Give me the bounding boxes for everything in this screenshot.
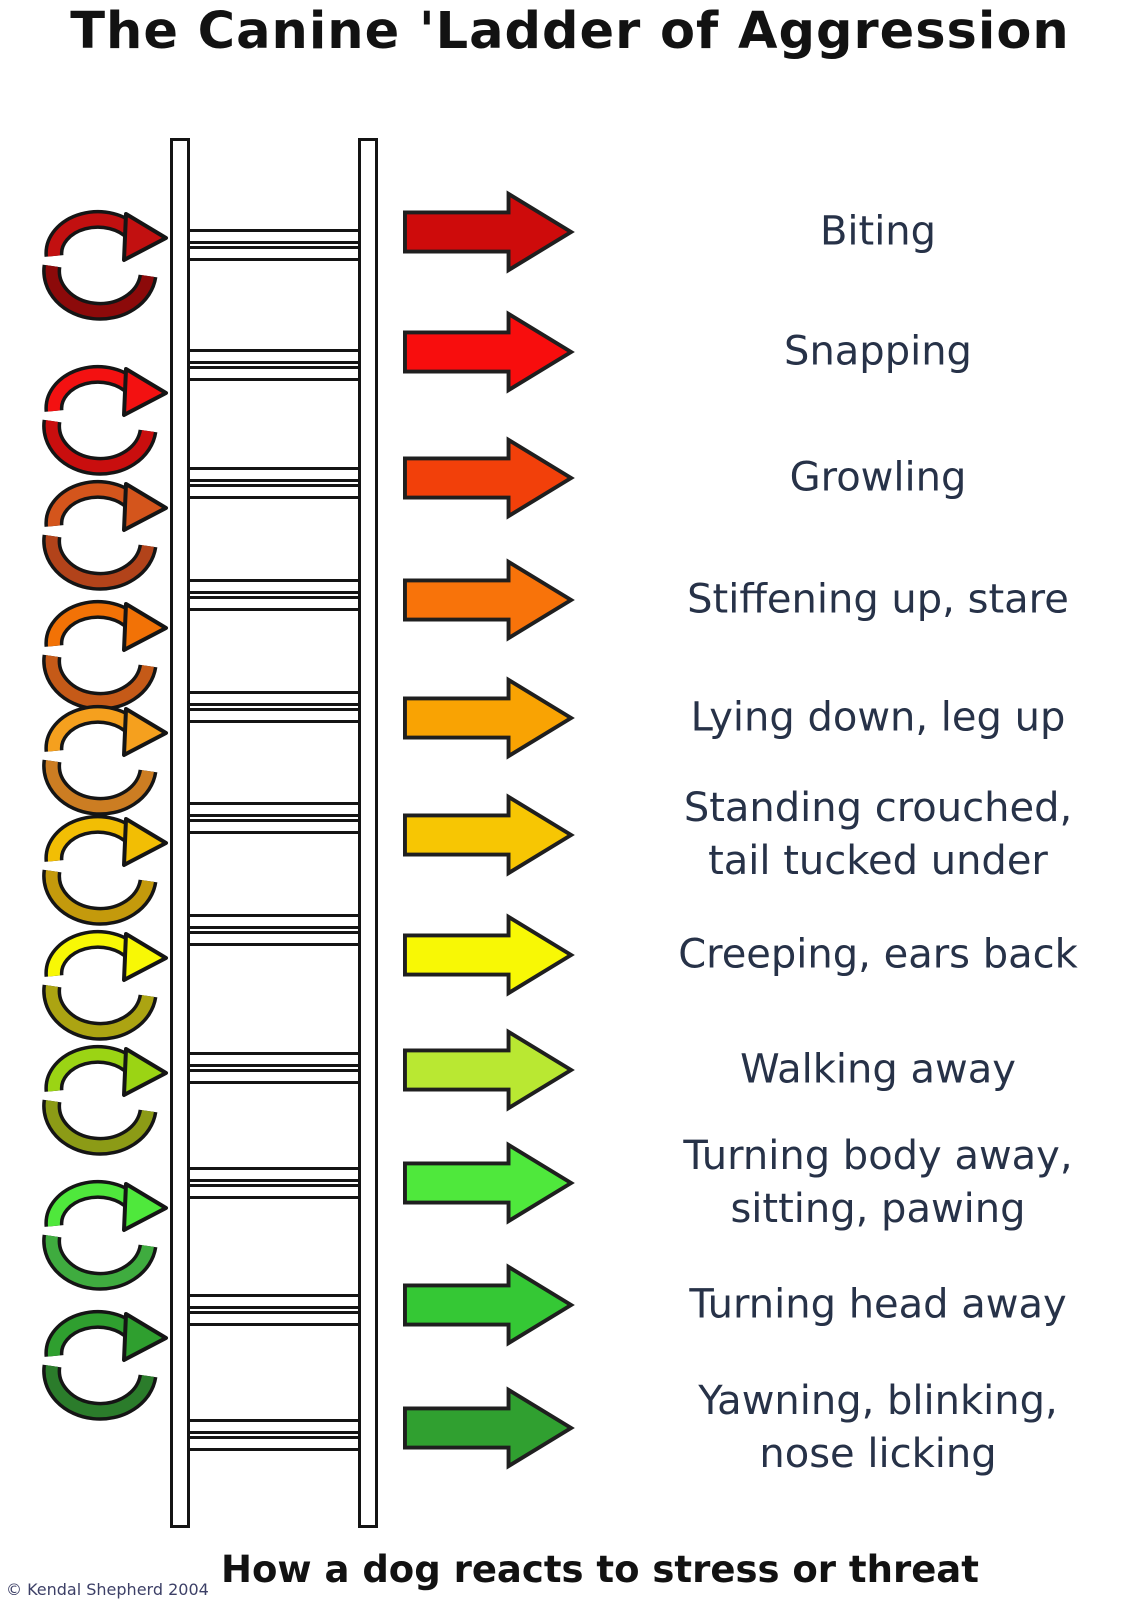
- step-label: Turning body away,sitting, pawing: [683, 1133, 1073, 1232]
- ladder-rung-bar: [184, 349, 362, 364]
- spiral-arrowhead: [122, 707, 168, 757]
- spiral-arrow-segment: [42, 599, 168, 711]
- spiral-arrow-segment: [42, 1179, 168, 1291]
- step-label: Turning head away: [689, 1281, 1067, 1328]
- diagram-title: The Canine 'Ladder of Aggression: [70, 2, 1070, 61]
- step-label: Yawning, blinking,nose licking: [698, 1378, 1058, 1477]
- spiral-arrow-segment: [42, 704, 168, 816]
- ladder-rung-bar: [184, 1184, 362, 1199]
- ladder-rung-bar: [184, 1167, 362, 1182]
- ladder-rung-bar: [184, 1419, 362, 1434]
- step-label: Creeping, ears back: [678, 931, 1078, 978]
- ladder-rung-bar: [184, 914, 362, 929]
- escalation-spiral-arrows: [42, 209, 168, 1421]
- spiral-arrowhead: [122, 212, 168, 262]
- spiral-arrowhead: [122, 602, 168, 652]
- step-label: Biting: [819, 208, 937, 255]
- spiral-arrow-segment: [42, 929, 168, 1041]
- step-label: Lying down, leg up: [690, 694, 1066, 741]
- step-arrow-icon: [403, 1386, 575, 1470]
- ladder-rung-bar: [184, 229, 362, 244]
- step-arrow-icon: [403, 913, 575, 997]
- copyright-note: © Kendal Shepherd 2004: [6, 1580, 209, 1599]
- step-arrow-icon: [403, 436, 575, 520]
- spiral-arrow-segment: [42, 364, 168, 476]
- step-arrow-icon: [403, 558, 575, 642]
- ladder-rung-bar: [184, 819, 362, 834]
- spiral-arrow-segment: [42, 479, 168, 591]
- step-arrow-icon: [403, 676, 575, 760]
- ladder-rung-bar: [184, 1052, 362, 1067]
- ladder-rung-bar: [184, 366, 362, 381]
- ladder-rung-bar: [184, 596, 362, 611]
- step-arrow-icon: [403, 1141, 575, 1225]
- step-arrow-icon: [403, 1263, 575, 1347]
- spiral-arrow-segment: [42, 1044, 168, 1156]
- ladder-rung-bar: [184, 931, 362, 946]
- ladder-rung-bar: [184, 1311, 362, 1326]
- spiral-arrowhead: [122, 1047, 168, 1097]
- ladder-rung-bar: [184, 708, 362, 723]
- ladder-rung-bar: [184, 579, 362, 594]
- spiral-arrowhead: [122, 1312, 168, 1362]
- step-label: Walking away: [740, 1046, 1016, 1093]
- step-label: Stiffening up, stare: [687, 576, 1069, 623]
- step-arrow-icon: [403, 310, 575, 394]
- ladder-right-rail: [358, 138, 378, 1528]
- step-label: Snapping: [784, 328, 972, 375]
- step-label: Standing crouched,tail tucked under: [683, 785, 1073, 884]
- spiral-arrow-segment: [42, 814, 168, 926]
- spiral-arrow-segment: [42, 1309, 168, 1421]
- ladder-rung-bar: [184, 1436, 362, 1451]
- ladder-rung-bar: [184, 467, 362, 482]
- spiral-arrowhead: [122, 817, 168, 867]
- ladder-rung-bar: [184, 1069, 362, 1084]
- step-arrow-icon: [403, 793, 575, 877]
- ladder-rung-bar: [184, 246, 362, 261]
- spiral-arrowhead: [122, 367, 168, 417]
- ladder-rung-bar: [184, 484, 362, 499]
- ladder-left-rail: [170, 138, 190, 1528]
- spiral-arrowhead: [122, 482, 168, 532]
- spiral-arrowhead: [122, 1182, 168, 1232]
- step-arrow-icon: [403, 190, 575, 274]
- ladder-rung-bar: [184, 691, 362, 706]
- ladder-rung-bar: [184, 1294, 362, 1309]
- step-arrow-icon: [403, 1028, 575, 1112]
- step-label: Growling: [789, 454, 967, 501]
- spiral-arrow-segment: [42, 209, 168, 321]
- diagram-caption: How a dog reacts to stress or threat: [221, 1548, 979, 1591]
- spiral-arrowhead: [122, 932, 168, 982]
- ladder-rung-bar: [184, 802, 362, 817]
